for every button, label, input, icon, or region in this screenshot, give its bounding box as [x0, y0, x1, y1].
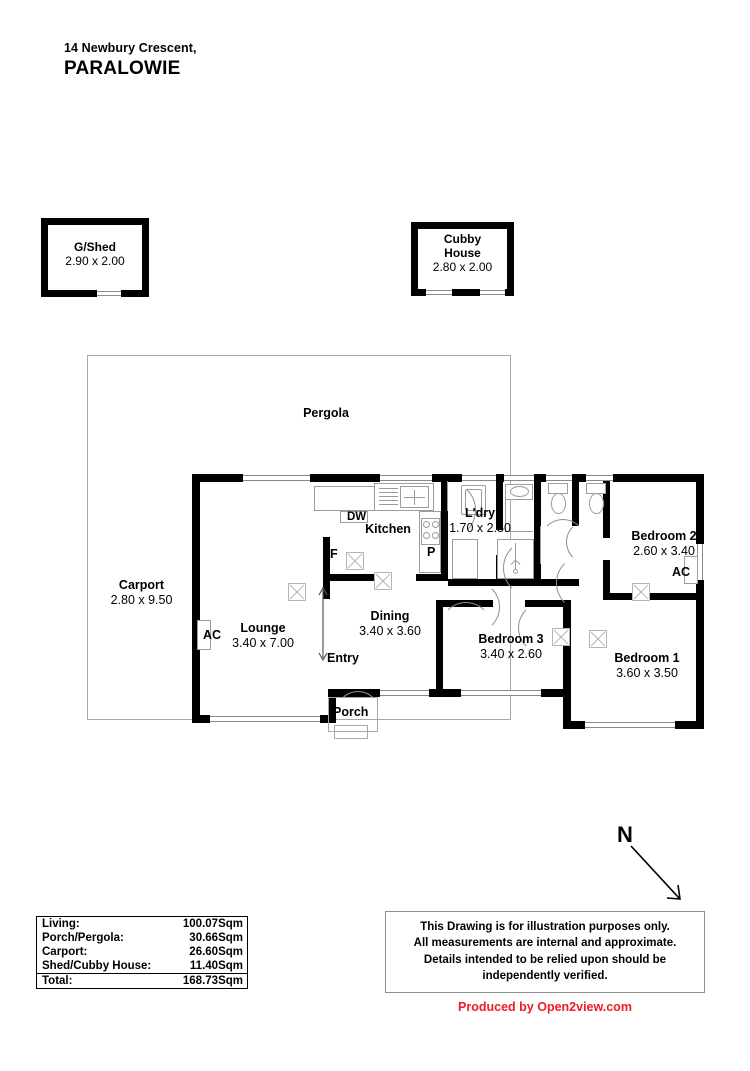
- total-label: Total:: [42, 975, 73, 987]
- room-label-carport: Carport 2.80 x 9.50: [110, 578, 173, 607]
- bedroom2-door-arc: [556, 555, 612, 611]
- room-label-bedroom-1: Bedroom 1 3.60 x 3.50: [614, 651, 680, 680]
- area-label: Shed/Cubby House:: [42, 960, 152, 972]
- room-label-laundry: L'dry 1.70 x 2.50: [449, 506, 511, 535]
- room-label-porch: Porch: [333, 705, 369, 719]
- table-row: Living: 100.07Sqm: [37, 917, 247, 931]
- room-label-kitchen: Kitchen: [365, 522, 411, 536]
- disclaimer-line: independently verified.: [482, 969, 608, 982]
- ac-unit-bedroom2-box: [684, 556, 698, 584]
- toilet-pan-icon: [551, 493, 566, 514]
- porch-step: [334, 725, 368, 739]
- tag-pantry: P: [427, 545, 436, 559]
- toilet-pan-icon: [589, 493, 604, 514]
- area-value: 26.60Sqm: [189, 946, 243, 958]
- entry-door-arc: [336, 691, 380, 735]
- compass-label: N: [617, 822, 633, 847]
- burner-icon: [423, 532, 430, 539]
- page-title: 14 Newbury Crescent, PARALOWIE: [64, 41, 197, 80]
- area-value: 11.40Sqm: [189, 960, 243, 972]
- tag-ac-bedroom2: AC: [672, 565, 691, 579]
- washer-space: [452, 539, 478, 579]
- room-label-bedroom-3: Bedroom 3 3.40 x 2.60: [478, 632, 544, 661]
- area-value: 100.07Sqm: [182, 918, 243, 930]
- hall-door-arc-1: [448, 581, 500, 633]
- vent-icon: [346, 552, 364, 570]
- basin-icon: [510, 486, 529, 497]
- disclaimer-line: All measurements are internal and approx…: [413, 937, 677, 950]
- tag-fridge: F: [330, 547, 338, 561]
- producer-credit: Produced by Open2view.com: [458, 1000, 632, 1014]
- bedroom1-door-arc: [518, 602, 570, 654]
- laundry-door-arc: [418, 481, 476, 539]
- address-line: 14 Newbury Crescent,: [64, 41, 197, 55]
- vent-icon: [632, 583, 650, 601]
- table-row: Porch/Pergola: 30.66Sqm: [37, 931, 247, 945]
- room-label-lounge: Lounge 3.40 x 7.00: [232, 621, 294, 650]
- wc2-door-arc: [566, 520, 610, 564]
- vent-icon: [288, 583, 306, 601]
- wc-door-arc: [540, 519, 586, 565]
- tag-ac-lounge: AC: [203, 628, 222, 642]
- room-label-shed: G/Shed 2.90 x 2.00: [65, 240, 125, 269]
- area-label: Living:: [42, 918, 80, 930]
- ac-unit-lounge-box: [197, 620, 211, 650]
- disclaimer-box: This Drawing is for illustration purpose…: [385, 911, 705, 994]
- disclaimer-line: This Drawing is for illustration purpose…: [420, 921, 670, 933]
- bedroom3-door-arc: [440, 602, 492, 654]
- room-label-pergola: Pergola: [303, 406, 349, 420]
- table-row: Shed/Cubby House: 11.40Sqm: [37, 959, 247, 973]
- compass: N: [617, 822, 681, 900]
- disclaimer-line: Details intended to be relied upon shoul…: [423, 953, 667, 966]
- suburb-name: PARALOWIE: [64, 58, 181, 79]
- total-value: 168.73Sqm: [182, 975, 243, 987]
- table-row-total: Total: 168.73Sqm: [37, 973, 247, 988]
- room-label-cubby-house: Cubby House 2.80 x 2.00: [432, 232, 493, 275]
- dishwasher-box: [340, 511, 368, 523]
- porch-outline: [328, 697, 378, 732]
- vent-icon: [552, 628, 570, 646]
- room-label-bedroom-2: Bedroom 2 2.60 x 3.40: [631, 529, 697, 558]
- bath-door-arc: [503, 539, 561, 597]
- tag-dishwasher: DW: [347, 511, 367, 523]
- area-summary-table: Living: 100.07Sqm Porch/Pergola: 30.66Sq…: [36, 916, 248, 989]
- area-label: Carport:: [42, 946, 88, 958]
- room-label-dining: Dining 3.40 x 3.60: [359, 609, 421, 638]
- room-label-entry: Entry: [327, 651, 359, 665]
- kitchen-bench-left: [314, 486, 380, 511]
- vent-icon: [374, 572, 392, 590]
- lounge-dining-extent-arrow: [318, 586, 328, 662]
- vent-icon: [589, 630, 607, 648]
- area-value: 30.66Sqm: [189, 932, 243, 944]
- north-arrow-icon: [630, 845, 681, 900]
- area-label: Porch/Pergola:: [42, 932, 124, 944]
- table-row: Carport: 26.60Sqm: [37, 945, 247, 959]
